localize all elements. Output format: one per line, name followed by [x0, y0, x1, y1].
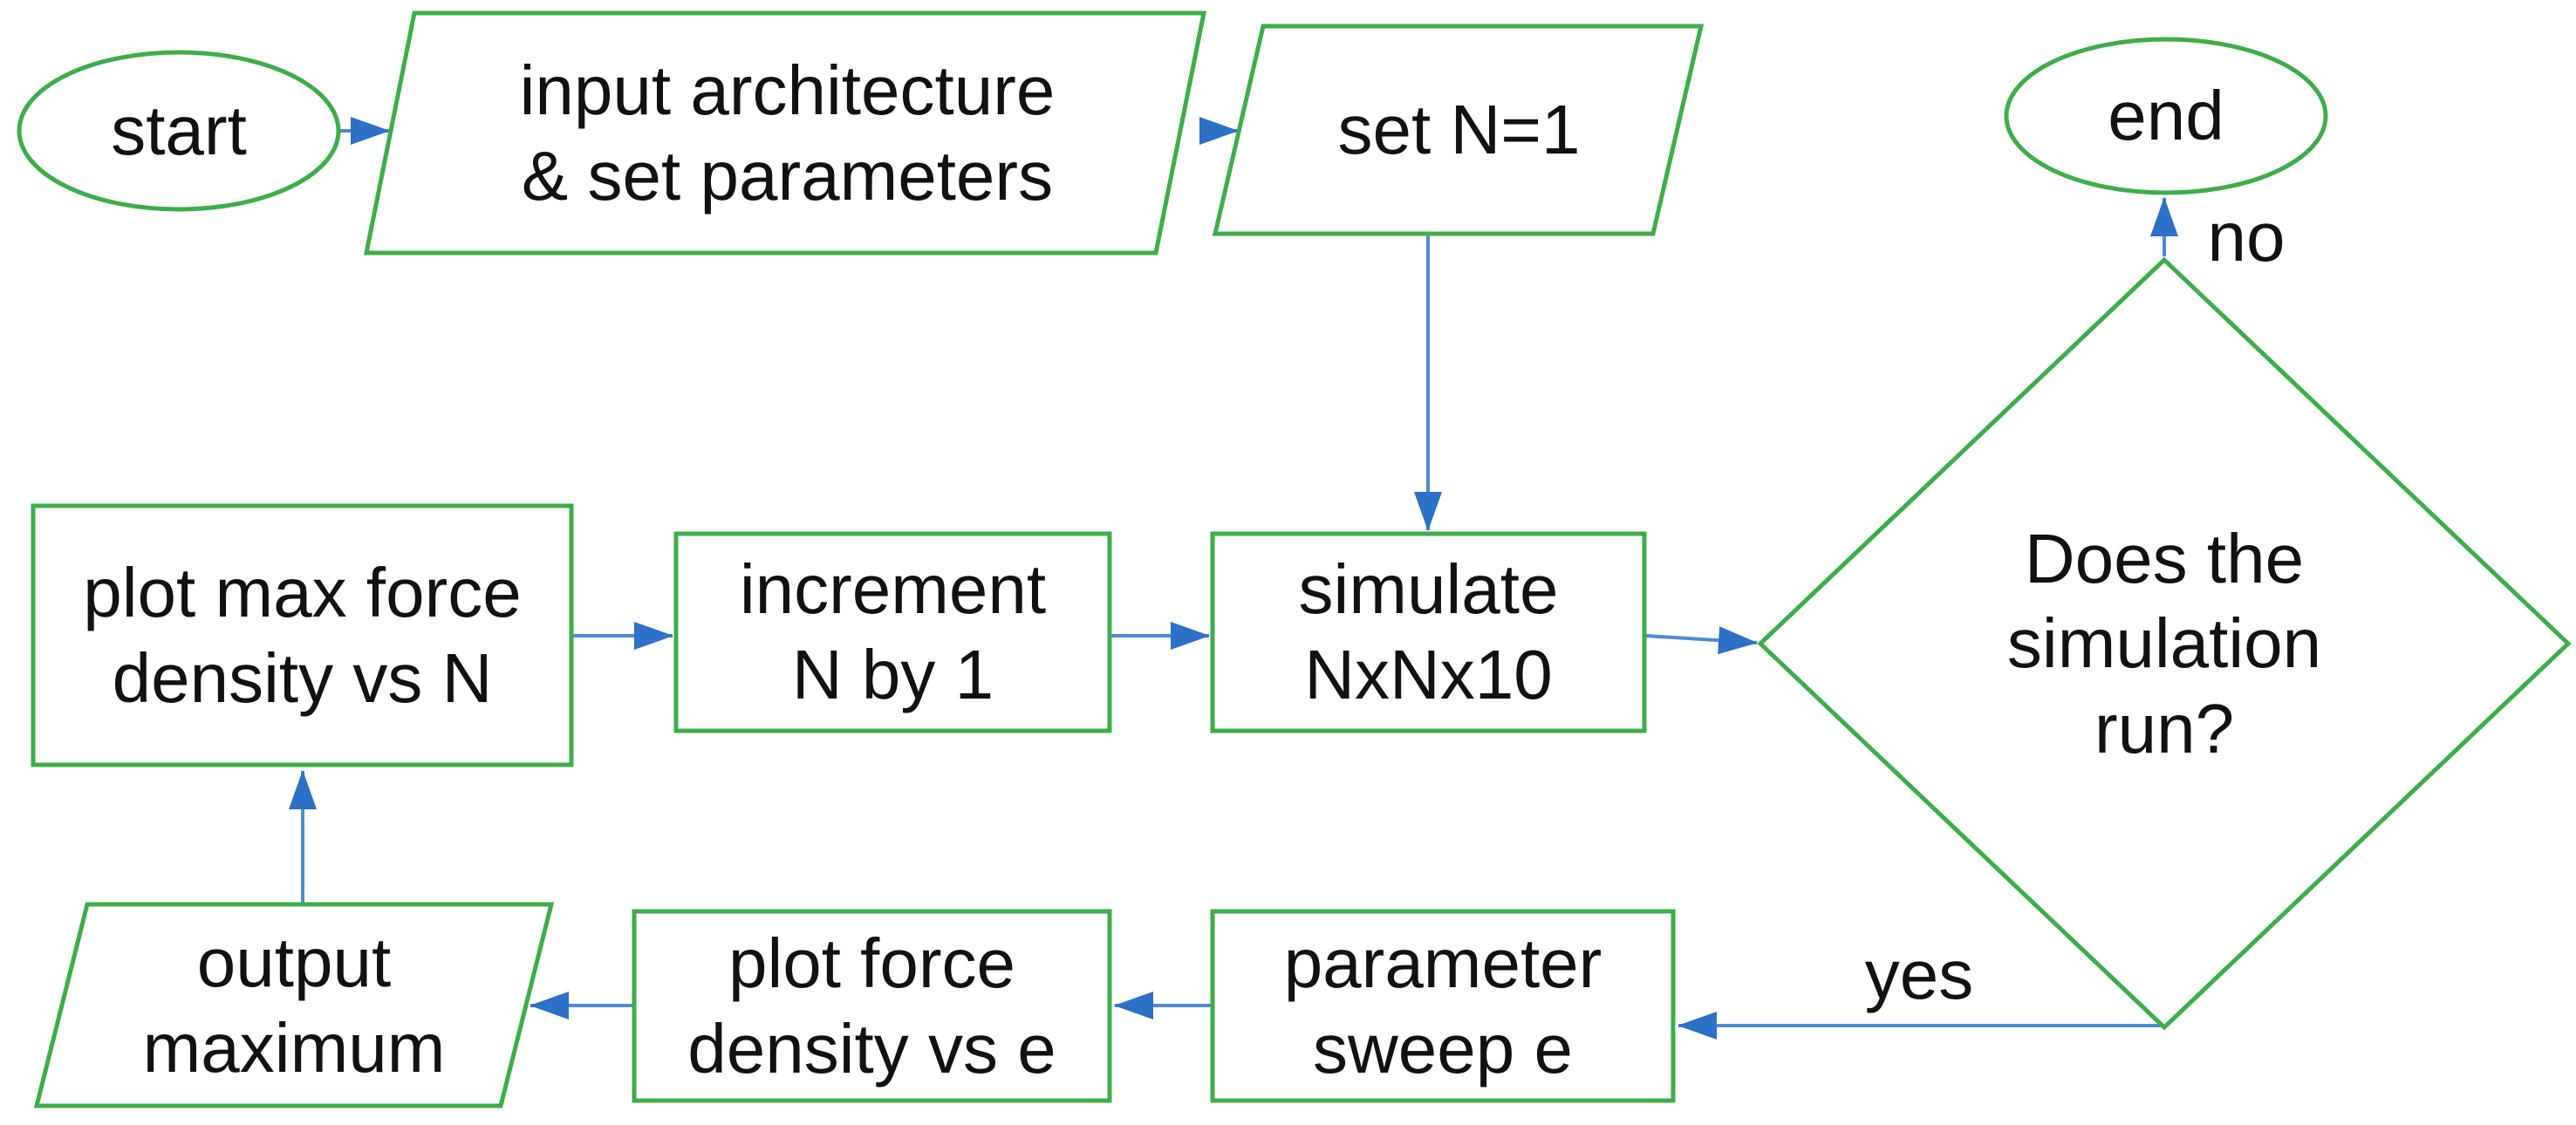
plot-force-density-rect — [632, 909, 1112, 1103]
input-parameters-parallelogram — [363, 10, 1207, 256]
arrow-simulate-to-decision — [1645, 626, 1758, 655]
start-ellipse — [17, 50, 341, 212]
increment-rect — [673, 531, 1112, 733]
plot-max-force-rect — [31, 503, 574, 767]
parameter-sweep-rect — [1210, 909, 1676, 1103]
simulate-rect — [1210, 531, 1647, 733]
decision-diamond — [1757, 256, 2572, 1031]
output-maximum-parallelogram — [33, 902, 555, 1108]
end-ellipse — [2004, 37, 2328, 195]
set-n-parallelogram — [1212, 24, 1705, 236]
